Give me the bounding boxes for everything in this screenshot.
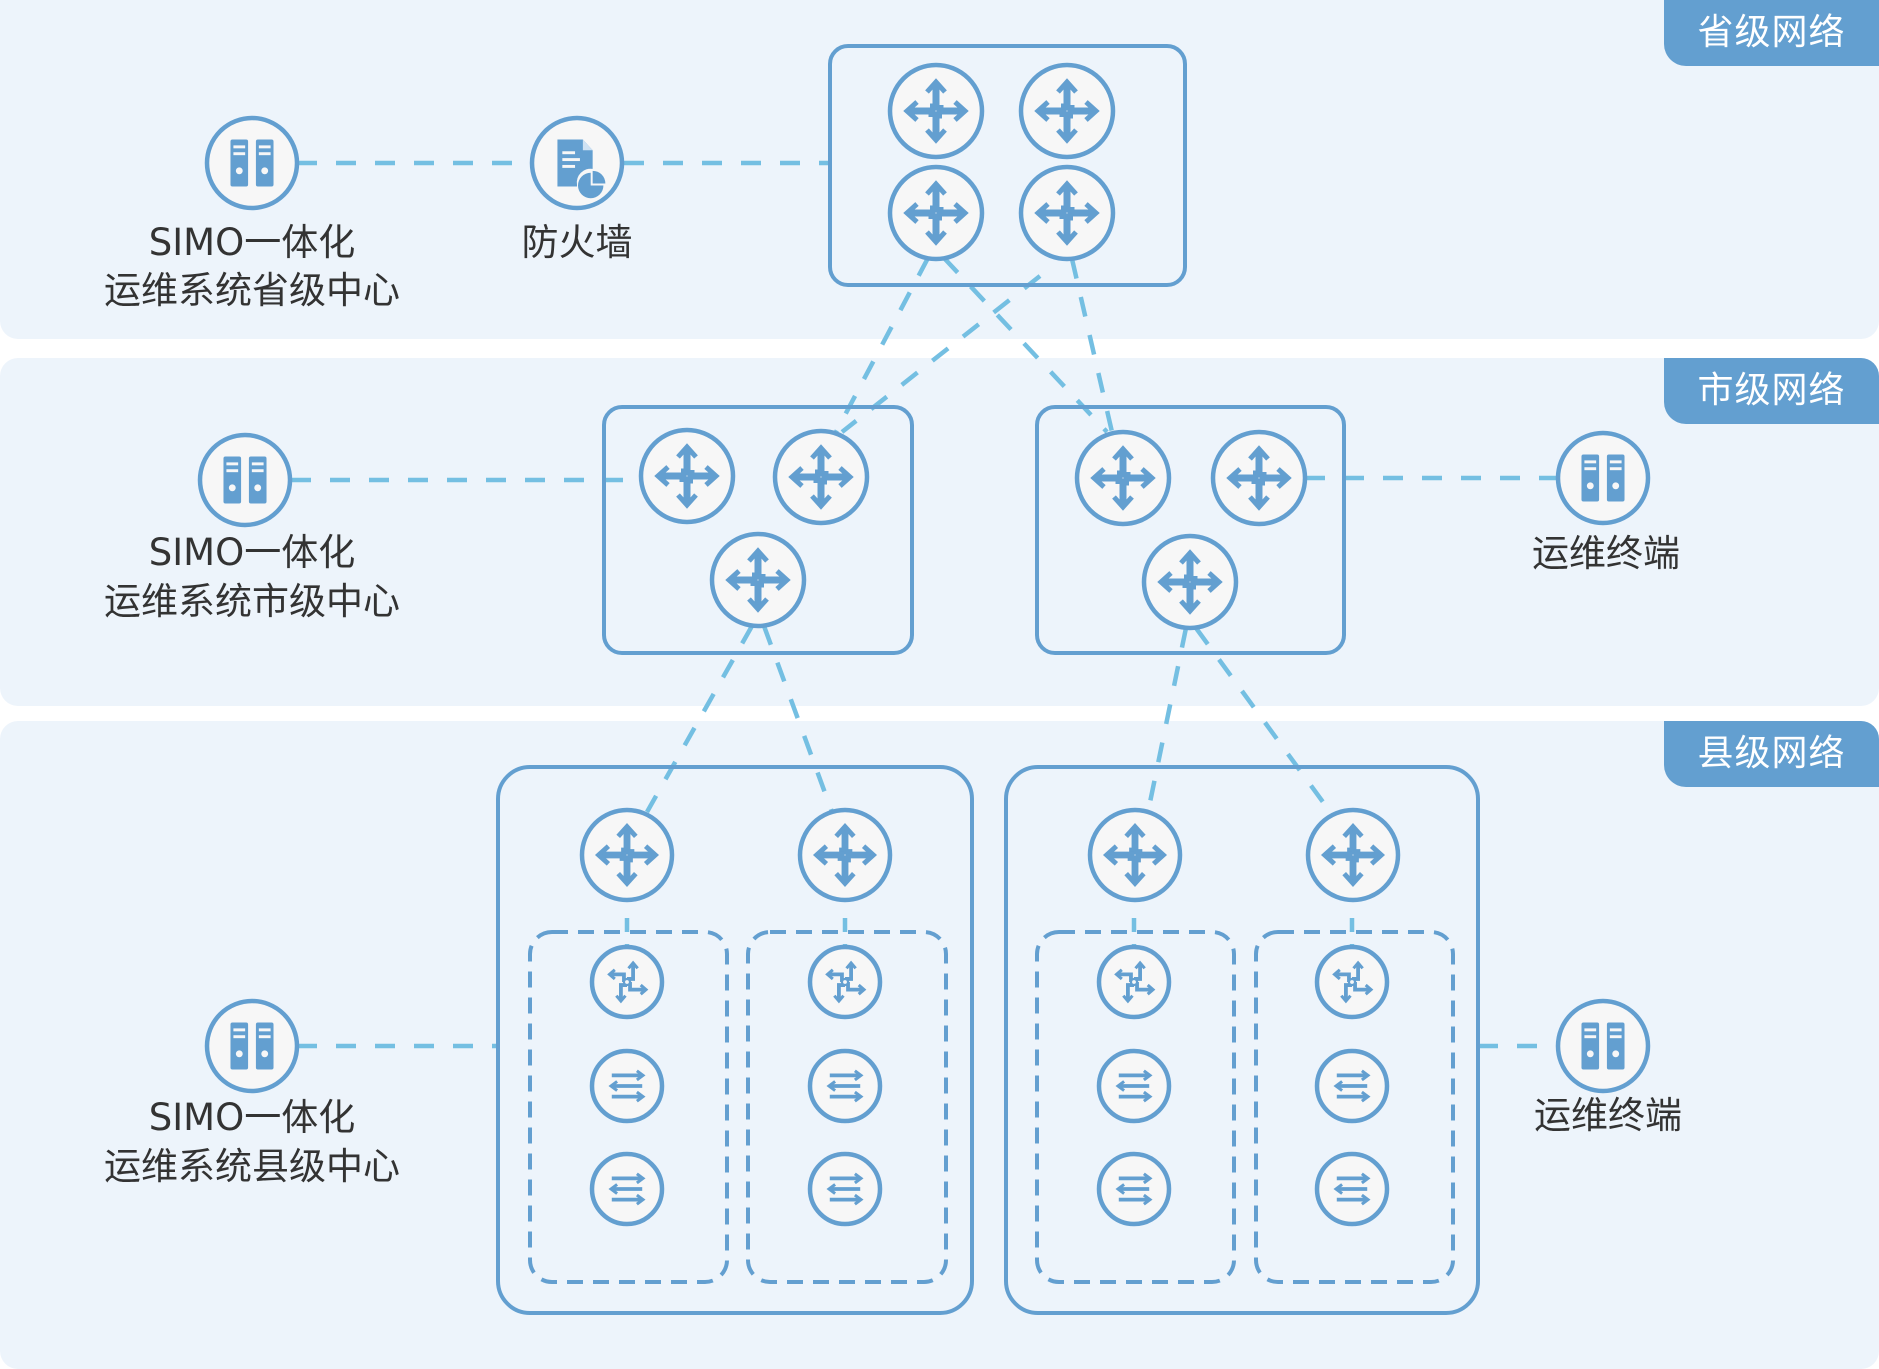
group-box-city-a bbox=[602, 405, 914, 655]
province-center-server[interactable] bbox=[204, 115, 300, 211]
switch-icon bbox=[1334, 1068, 1370, 1104]
city-terminal-server[interactable] bbox=[1555, 430, 1651, 526]
section-tag-county: 县级网络 bbox=[1664, 721, 1879, 787]
section-city bbox=[0, 358, 1879, 706]
section-tag-city: 市级网络 bbox=[1664, 358, 1879, 424]
switch-icon bbox=[827, 1171, 863, 1207]
firewall-label: 防火墙 bbox=[521, 221, 633, 264]
router-province-core-r1[interactable] bbox=[887, 62, 985, 160]
link-core-b-2 bbox=[1069, 258, 1115, 433]
router-province-core-r4[interactable] bbox=[1018, 164, 1116, 262]
access-group-box bbox=[528, 930, 729, 1284]
group-box-county-a bbox=[496, 765, 974, 1315]
city-center-server[interactable] bbox=[197, 432, 293, 528]
switch-icon bbox=[609, 1068, 645, 1104]
router-county-a-r1[interactable] bbox=[579, 807, 675, 903]
router-city-b-r1[interactable] bbox=[1074, 429, 1172, 527]
city-center-label-line2: 运维系统市级中心 bbox=[104, 580, 400, 623]
router-city-b-r2[interactable] bbox=[1210, 429, 1308, 527]
router-city-a-r2[interactable] bbox=[772, 428, 870, 526]
access-group-box bbox=[1035, 930, 1236, 1284]
province-center-label-line2: 运维系统省级中心 bbox=[104, 269, 400, 312]
l3-switch[interactable] bbox=[807, 944, 883, 1020]
link-core-a-1 bbox=[834, 256, 930, 434]
group-box-province-core bbox=[828, 44, 1187, 287]
access-switch[interactable] bbox=[807, 1151, 883, 1227]
switch-icon bbox=[827, 1068, 863, 1104]
router-city-a-r1[interactable] bbox=[638, 427, 736, 525]
county-terminal-server[interactable] bbox=[1555, 998, 1651, 1094]
access-switch[interactable] bbox=[1314, 1048, 1390, 1124]
router-county-b-r2[interactable] bbox=[1305, 807, 1401, 903]
router-county-a-r2[interactable] bbox=[797, 807, 893, 903]
group-box-city-b bbox=[1035, 405, 1346, 655]
city-terminal-label: 运维终端 bbox=[1532, 532, 1680, 575]
l3-switch[interactable] bbox=[1314, 944, 1390, 1020]
link-cityA-county2 bbox=[761, 625, 835, 813]
link-cityB-county2 bbox=[1194, 626, 1333, 815]
county-center-label-line2: 运维系统县级中心 bbox=[104, 1145, 400, 1188]
switch-icon bbox=[1116, 1068, 1152, 1104]
group-box-county-b bbox=[1004, 765, 1480, 1315]
access-switch[interactable] bbox=[589, 1151, 665, 1227]
router-county-b-r1[interactable] bbox=[1087, 807, 1183, 903]
l3-switch[interactable] bbox=[589, 944, 665, 1020]
section-tag-province: 省级网络 bbox=[1664, 0, 1879, 66]
router-city-b-r3[interactable] bbox=[1141, 533, 1239, 631]
county-terminal-label: 运维终端 bbox=[1534, 1094, 1682, 1137]
firewall-node[interactable] bbox=[529, 115, 625, 211]
switch-icon bbox=[609, 1171, 645, 1207]
router-province-core-r3[interactable] bbox=[887, 164, 985, 262]
access-switch[interactable] bbox=[1096, 1048, 1172, 1124]
router-province-core-r2[interactable] bbox=[1018, 62, 1116, 160]
link-cityB-county1 bbox=[1145, 627, 1189, 813]
city-center-label-line1: SIMO一体化 bbox=[148, 531, 356, 574]
province-center-label-line1: SIMO一体化 bbox=[148, 221, 356, 264]
router-city-a-r3[interactable] bbox=[709, 531, 807, 629]
switch-icon bbox=[1116, 1171, 1152, 1207]
access-group-box bbox=[746, 930, 948, 1284]
access-switch[interactable] bbox=[1096, 1151, 1172, 1227]
access-switch[interactable] bbox=[589, 1048, 665, 1124]
switch-icon bbox=[1334, 1171, 1370, 1207]
access-switch[interactable] bbox=[1314, 1151, 1390, 1227]
l3-switch[interactable] bbox=[1096, 944, 1172, 1020]
access-group-box bbox=[1254, 930, 1455, 1284]
access-switch[interactable] bbox=[807, 1048, 883, 1124]
county-center-server[interactable] bbox=[204, 998, 300, 1094]
county-center-label-line1: SIMO一体化 bbox=[148, 1096, 356, 1139]
